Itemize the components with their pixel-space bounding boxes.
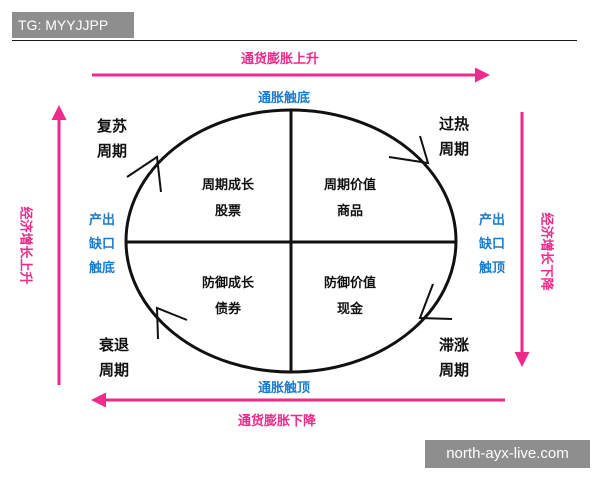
output-gap-top-label: 产出 缺口 触顶 (470, 209, 514, 281)
top-divider (12, 40, 577, 41)
output-gap-bottom-line-3: 触底 (88, 261, 115, 276)
phase-recovery-line-2: 周期 (97, 142, 128, 160)
phase-recession-line-1: 衰退 (99, 336, 130, 354)
quadrant-top-right-asset: 商品 (336, 204, 363, 219)
output-gap-bottom-line-1: 产出 (88, 213, 115, 228)
inflation-top-label: 通胀触顶 (258, 381, 311, 396)
cycle-arrow-bottom-right (418, 283, 453, 320)
phase-recession-line-2: 周期 (99, 361, 130, 379)
output-gap-top-line-2: 缺口 (478, 237, 505, 252)
quadrant-bottom-left-style: 防御成长 (201, 276, 254, 291)
quadrant-top-left-style: 周期成长 (201, 178, 254, 193)
quadrant-bottom-left-asset: 债券 (214, 302, 241, 317)
phase-stagflation-line-1: 滞涨 (439, 336, 470, 354)
quadrant-bottom-right-style: 防御价值 (323, 276, 376, 291)
phase-stagflation: 滞涨 周期 (439, 333, 469, 383)
growth-up-label: 经济增长上升 (17, 206, 33, 285)
cycle-arrow-top-left (126, 155, 162, 193)
quadrant-bottom-left: 防御成长 债券 (178, 271, 278, 323)
quadrant-bottom-right: 防御价值 现金 (300, 271, 400, 323)
quadrant-bottom-right-asset: 现金 (336, 302, 363, 317)
phase-overheat: 过热 周期 (439, 112, 469, 162)
quadrant-top-left-asset: 股票 (214, 204, 241, 219)
inflation-bottom-label: 通胀触底 (258, 91, 311, 106)
phase-stagflation-line-2: 周期 (439, 361, 470, 379)
phase-recovery: 复苏 周期 (97, 114, 127, 164)
phase-overheat-line-2: 周期 (439, 140, 470, 158)
output-gap-bottom-label: 产出 缺口 触底 (80, 209, 124, 281)
quadrant-top-right: 周期价值 商品 (300, 173, 400, 225)
output-gap-bottom-line-2: 缺口 (88, 237, 115, 252)
output-gap-top-line-3: 触顶 (478, 261, 505, 276)
cycle-arrow-top-right (388, 135, 430, 165)
growth-down-label: 经济增长下降 (538, 212, 554, 291)
inflation-rise-label: 通货膨胀上升 (241, 52, 320, 67)
inflation-fall-label: 通货膨胀下降 (238, 414, 317, 429)
watermark-bottom: north-ayx-live.com (425, 440, 590, 468)
quadrant-top-right-style: 周期价值 (323, 178, 376, 193)
quadrant-top-left: 周期成长 股票 (178, 173, 278, 225)
cycle-arrow-bottom-left (155, 306, 188, 340)
output-gap-top-line-1: 产出 (478, 213, 505, 228)
phase-recovery-line-1: 复苏 (97, 117, 128, 135)
phase-recession: 衰退 周期 (99, 333, 129, 383)
phase-overheat-line-1: 过热 (439, 115, 470, 133)
watermark-top: TG: MYYJJPP (12, 12, 134, 38)
